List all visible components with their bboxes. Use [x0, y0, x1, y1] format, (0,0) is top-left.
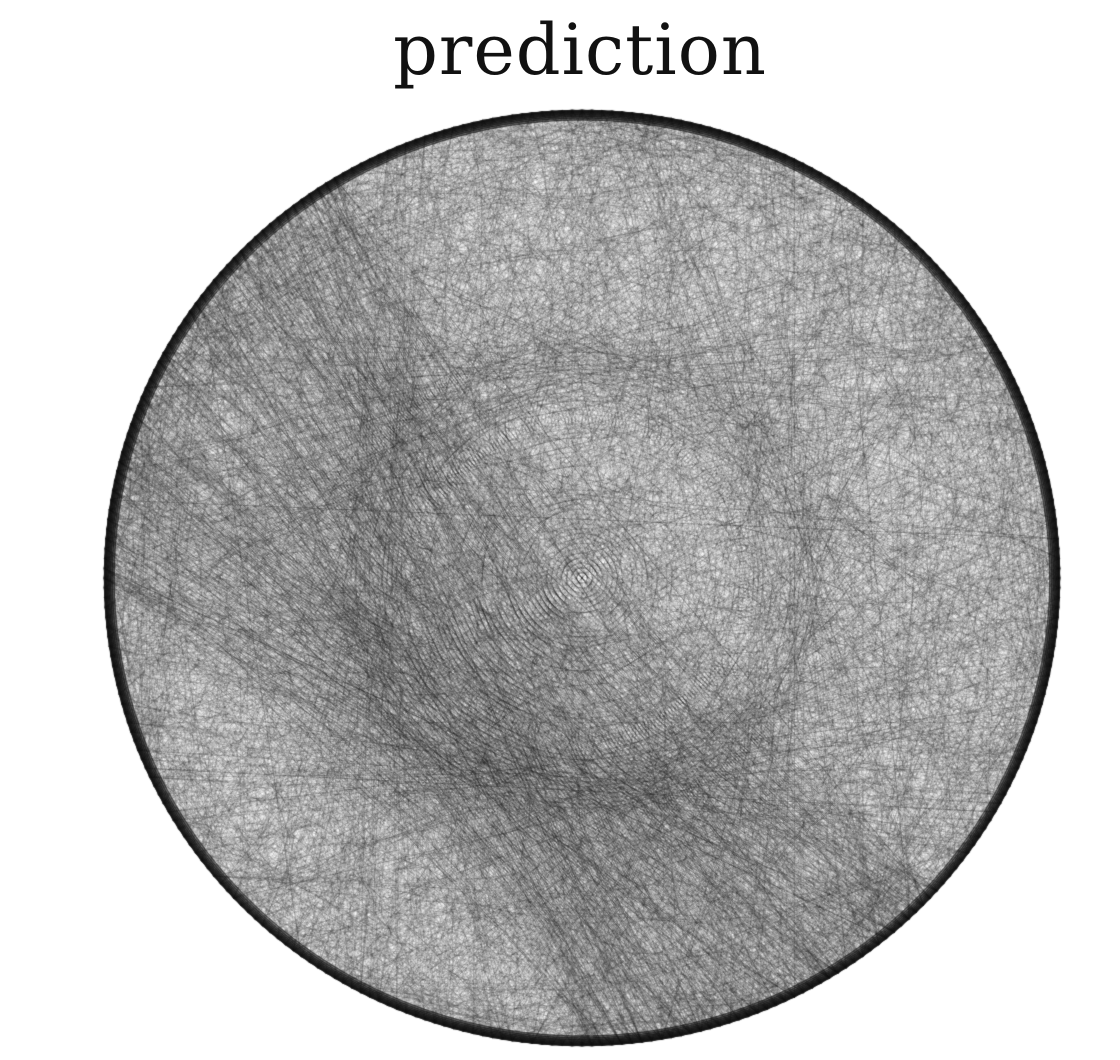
string-art-image — [102, 108, 1062, 1048]
string-art-canvas — [102, 108, 1062, 1048]
figure-title: prediction — [393, 9, 767, 91]
